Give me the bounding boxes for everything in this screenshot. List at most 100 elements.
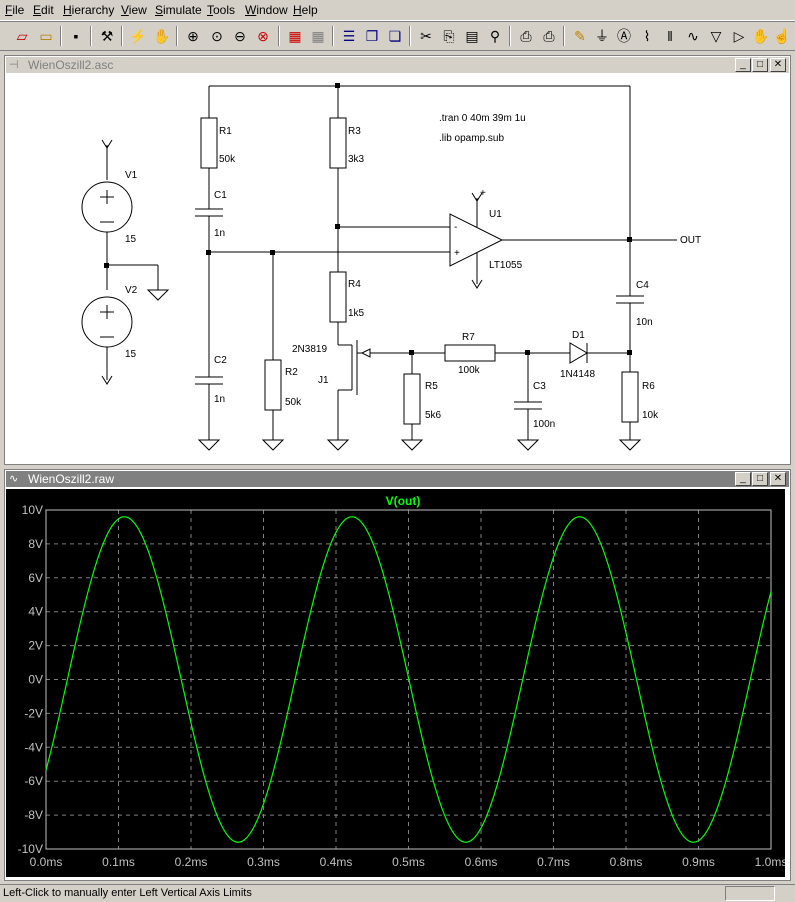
zoom-out-icon[interactable]: ⊖ (234, 28, 246, 44)
v-out-trace[interactable] (45, 516, 772, 843)
r5-resistor[interactable] (403, 373, 421, 425)
x-tick-label[interactable]: 0.8ms (610, 855, 643, 869)
lib-directive[interactable]: .lib opamp.sub (439, 133, 504, 144)
r4-value: 1k5 (348, 308, 365, 319)
x-tick-label[interactable]: 0.0ms (30, 855, 63, 869)
x-tick-label[interactable]: 0.2ms (175, 855, 208, 869)
move-hand-icon[interactable]: ✋ (752, 28, 770, 44)
toolbar-separator (332, 26, 334, 46)
cascade-windows-icon[interactable]: ❐ (365, 28, 379, 44)
y-tick-label[interactable]: 4V (28, 605, 43, 619)
plot-window-titlebar[interactable]: ∿ WienOszill2.raw _ □ ✕ (6, 471, 789, 487)
j1-jfet[interactable] (337, 340, 412, 440)
halt-hand-icon[interactable]: ✋ (153, 28, 171, 44)
close-button[interactable]: ✕ (770, 472, 786, 486)
diode-icon[interactable]: ▽ (710, 28, 722, 44)
cut-scissors-icon[interactable]: ✂ (420, 28, 432, 44)
menu-help[interactable]: Help (293, 3, 318, 17)
autorange-icon[interactable]: ▦ (288, 28, 302, 44)
inductor-icon[interactable]: ∿ (687, 28, 699, 44)
zoom-pan-icon[interactable]: ⊙ (211, 28, 223, 44)
y-tick-label[interactable]: -8V (24, 808, 43, 822)
new-schematic-icon[interactable]: ▱ (16, 28, 28, 44)
r3-resistor[interactable] (329, 117, 347, 169)
y-tick-label[interactable]: -2V (24, 706, 43, 720)
d1-diode[interactable] (569, 342, 630, 364)
minimize-button[interactable]: _ (735, 472, 751, 486)
out-net-label[interactable]: OUT (680, 235, 701, 246)
ground-icon[interactable]: ⏚ (595, 28, 609, 44)
menu-bar: File Edit Hierarchy View Simulate Tools … (0, 0, 795, 21)
net-label-icon[interactable]: Ⓐ (617, 28, 631, 44)
schematic-canvas[interactable]: .tran 0 40m 39m 1u .lib opamp.sub V1 15 … (6, 75, 785, 461)
save-icon[interactable]: ▪ (73, 28, 79, 44)
open-folder-icon[interactable]: ▭ (39, 28, 53, 44)
maximize-button[interactable]: □ (752, 472, 768, 486)
x-tick-label[interactable]: 0.9ms (682, 855, 715, 869)
toolbar-separator (121, 26, 123, 46)
zoom-in-icon[interactable]: ⊕ (187, 28, 199, 44)
schematic-window: ⊣ WienOszill2.asc _ □ ✕ (2, 53, 793, 467)
menu-tools[interactable]: Tools (207, 3, 236, 17)
u1-opamp[interactable] (449, 192, 630, 289)
x-tick-label[interactable]: 0.3ms (247, 855, 280, 869)
minimize-button[interactable]: _ (735, 58, 751, 72)
menu-hierarchy[interactable]: Hierarchy (63, 3, 115, 17)
r1-resistor[interactable] (200, 117, 218, 169)
trace-label[interactable]: V(out) (386, 494, 421, 508)
print-setup-icon[interactable]: ⎙ (520, 28, 532, 44)
maximize-button[interactable]: □ (752, 58, 768, 72)
menu-simulate[interactable]: Simulate (155, 3, 202, 17)
r7-resistor[interactable] (444, 344, 496, 362)
axis-ticks[interactable]: 0.0ms 0.1ms 0.2ms 0.3ms 0.4ms 0.5ms 0.6ms 0.7ms… (18, 503, 785, 869)
y-tick-label[interactable]: 10V (22, 503, 43, 517)
menu-window[interactable]: Window (245, 3, 288, 17)
c1-capacitor[interactable] (195, 208, 223, 217)
waveform-pane-icon[interactable]: ▦ (311, 28, 325, 44)
x-tick-label[interactable]: 0.4ms (320, 855, 353, 869)
control-panel-hammer-icon[interactable]: ⚒ (100, 28, 114, 44)
menu-edit[interactable]: Edit (33, 3, 54, 17)
r4-resistor[interactable] (329, 271, 347, 323)
v1-source[interactable] (81, 139, 133, 290)
find-binoculars-icon[interactable]: ⚲ (489, 28, 501, 44)
y-tick-label[interactable]: -4V (24, 740, 43, 754)
waveform-plot[interactable]: V(out) 0.0ms 0.1ms 0.2ms 0.3ms 0.4ms 0.5ms 0.6… (6, 489, 785, 877)
draw-wire-pencil-icon[interactable]: ✎ (574, 28, 586, 44)
x-tick-label[interactable]: 0.6ms (465, 855, 498, 869)
copy-icon[interactable]: ⎘ (443, 28, 455, 44)
resistor-icon[interactable]: ⌇ (643, 28, 651, 44)
drag-hand-icon[interactable]: ☝ (773, 28, 791, 44)
y-tick-label[interactable]: -6V (24, 774, 43, 788)
y-tick-label[interactable]: 8V (28, 537, 43, 551)
x-tick-label[interactable]: 0.1ms (102, 855, 135, 869)
c2-capacitor[interactable] (195, 376, 223, 385)
component-icon[interactable]: ▷ (733, 28, 745, 44)
r2-resistor[interactable] (264, 359, 282, 411)
menu-view[interactable]: View (121, 3, 147, 17)
print-icon[interactable]: ⎙ (543, 28, 555, 44)
run-icon[interactable]: ⚡ (129, 28, 147, 44)
r6-resistor[interactable] (621, 371, 639, 423)
y-tick-label[interactable]: 0V (28, 673, 43, 687)
schematic-doc-icon: ⊣ (9, 59, 19, 71)
y-tick-label[interactable]: 6V (28, 571, 43, 585)
tran-directive[interactable]: .tran 0 40m 39m 1u (439, 113, 526, 124)
y-tick-label[interactable]: -10V (18, 842, 43, 856)
c4-capacitor[interactable] (616, 295, 644, 304)
c2-value: 1n (214, 394, 225, 405)
x-tick-label[interactable]: 0.5ms (392, 855, 425, 869)
tile-vertical-icon[interactable]: ❏ (388, 28, 402, 44)
y-tick-label[interactable]: 2V (28, 639, 43, 653)
paste-icon[interactable]: ▤ (465, 28, 479, 44)
tile-horizontal-icon[interactable]: ☰ (342, 28, 356, 44)
zoom-fit-icon[interactable]: ⊗ (257, 28, 269, 44)
capacitor-icon[interactable]: ‖ (667, 28, 673, 44)
x-tick-label[interactable]: 0.7ms (537, 855, 570, 869)
close-button[interactable]: ✕ (770, 58, 786, 72)
schematic-window-titlebar[interactable]: ⊣ WienOszill2.asc _ □ ✕ (6, 57, 789, 73)
v2-source[interactable] (81, 296, 133, 385)
menu-file[interactable]: File (5, 3, 25, 17)
x-tick-label[interactable]: 1.0ms (755, 855, 785, 869)
c3-capacitor[interactable] (514, 401, 542, 410)
